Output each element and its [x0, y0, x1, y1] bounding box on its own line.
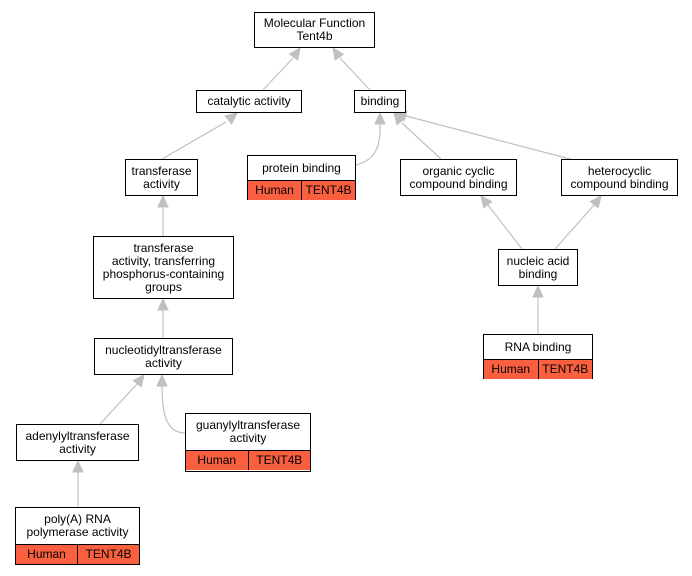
node-label: transferase activity, transferring phosp… [102, 240, 225, 294]
node-label: binding [360, 94, 400, 108]
node-nucleic-acid-binding[interactable]: nucleic acid binding [498, 249, 578, 286]
node-label: adenylyltransferase activity [25, 428, 130, 456]
node-label: guanylyltransferase activity [195, 418, 301, 445]
annotation-row: Human TENT4B [484, 359, 592, 379]
node-label: RNA binding [504, 339, 572, 354]
edge-protein-binding-to-binding [355, 123, 381, 166]
node-nucleotidyltransferase-activity[interactable]: nucleotidyltransferase activity [94, 338, 233, 375]
edge-heterocyclic-to-binding [405, 115, 571, 160]
node-label: organic cyclic compound binding [409, 163, 508, 191]
edge-adenylyl-to-nucleotidyl [99, 383, 138, 425]
edge-rna-to-nucleic-arrowhead [532, 284, 544, 298]
node-label: nucleotidyltransferase activity [105, 342, 222, 370]
node-label: nucleic acid binding [506, 253, 570, 281]
edge-binding-to-mf-arrowhead [332, 47, 345, 61]
edge-organic-to-binding [401, 122, 442, 160]
edge-catalytic-to-mf-arrowhead [288, 47, 301, 61]
edge-nucleic-to-organic-arrowhead [480, 195, 493, 209]
edge-nucleic-to-organic [487, 204, 523, 250]
edge-protein-binding-to-binding-arrowhead [374, 111, 386, 125]
node-binding[interactable]: binding [354, 90, 406, 113]
edge-nucleic-to-heterocyclic [554, 204, 595, 250]
gene-cell: TENT4B [301, 181, 355, 200]
node-polya-rna-polymerase-activity[interactable]: poly(A) RNA polymerase activity Human TE… [15, 507, 140, 565]
edge-guanylyl-to-nucleotidyl-arrowhead [156, 373, 168, 387]
edge-phosphorus-to-transferase-arrowhead [157, 194, 169, 208]
node-guanylyltransferase-activity[interactable]: guanylyltransferase activity Human TENT4… [185, 413, 311, 472]
node-label: protein binding [262, 160, 341, 175]
node-label: catalytic activity [207, 94, 291, 108]
annotation-row: Human TENT4B [16, 544, 139, 564]
annotation-row: Human TENT4B [186, 450, 310, 470]
node-rna-binding[interactable]: RNA binding Human TENT4B [483, 334, 593, 379]
node-organic-cyclic-compound-binding[interactable]: organic cyclic compound binding [400, 159, 517, 196]
species-cell: Human [484, 360, 538, 379]
edge-transferase-to-catalytic [161, 121, 227, 160]
node-label: heterocyclic compound binding [570, 163, 669, 191]
edge-transferase-to-catalytic-arrowhead [224, 112, 238, 125]
species-cell: Human [16, 545, 77, 564]
node-molecular-function[interactable]: Molecular Function Tent4b [254, 12, 375, 48]
edge-polya-to-adenylyl-arrowhead [72, 459, 84, 473]
species-cell: Human [248, 181, 301, 200]
gene-cell: TENT4B [247, 451, 310, 470]
node-catalytic-activity[interactable]: catalytic activity [196, 90, 302, 113]
gene-cell: TENT4B [77, 545, 139, 564]
annotation-row: Human TENT4B [248, 180, 355, 200]
node-label: poly(A) RNA polymerase activity [26, 512, 129, 539]
edge-adenylyl-to-nucleotidyl-arrowhead [132, 374, 145, 388]
node-heterocyclic-compound-binding[interactable]: heterocyclic compound binding [561, 159, 678, 196]
node-transferase-activity[interactable]: transferase activity [125, 159, 198, 196]
edge-nucleic-to-heterocyclic-arrowhead [589, 195, 602, 209]
species-cell: Human [186, 451, 248, 470]
edge-guanylyl-to-nucleotidyl [161, 385, 186, 434]
edge-nucleotidyl-to-phosphorus-arrowhead [157, 297, 169, 311]
node-label: Molecular Function Tent4b [263, 16, 366, 43]
edge-binding-to-mf [339, 57, 371, 91]
node-adenylyltransferase-activity[interactable]: adenylyltransferase activity [16, 424, 139, 461]
edge-catalytic-to-mf [262, 57, 294, 91]
node-protein-binding[interactable]: protein binding Human TENT4B [247, 155, 356, 200]
node-transferase-phosphorus-groups[interactable]: transferase activity, transferring phosp… [93, 236, 234, 299]
node-label: transferase activity [131, 163, 192, 191]
gene-cell: TENT4B [537, 360, 592, 379]
